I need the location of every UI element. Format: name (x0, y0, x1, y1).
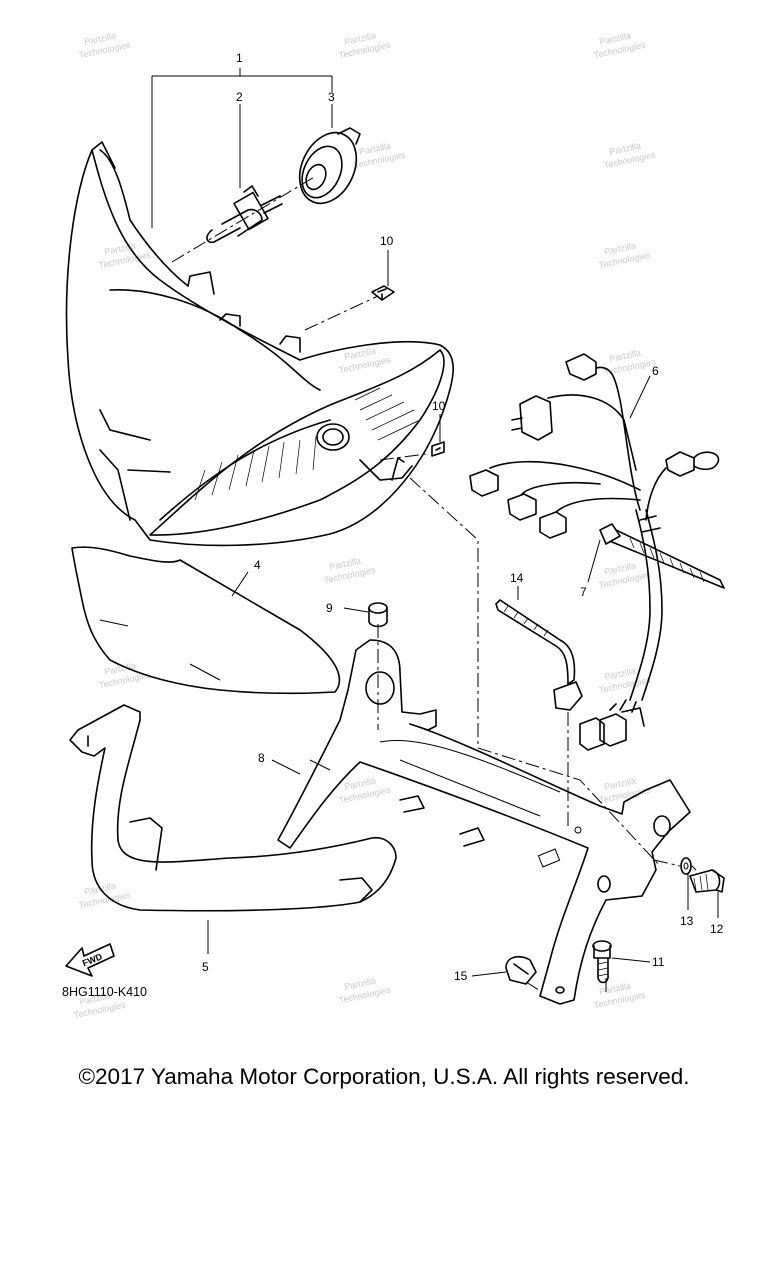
callout-2: 2 (236, 90, 243, 104)
callout-8: 8 (258, 751, 265, 765)
watermark: Partzilla Technologies (353, 141, 407, 171)
part-13-washer (680, 857, 692, 875)
watermark: Partzilla Technologies (593, 981, 647, 1011)
fwd-arrow-icon (65, 943, 115, 977)
part-1-headlight-assembly (65, 141, 454, 547)
part-5-lower-cowl (69, 704, 397, 912)
watermark: Partzilla Technologies (338, 976, 392, 1006)
watermark: Partzilla Technologies (598, 666, 652, 696)
watermark: Partzilla Technologies (323, 556, 377, 586)
callout-6: 6 (652, 364, 659, 378)
callout-10-upper: 10 (380, 234, 394, 248)
watermark: Partzilla Technologies (603, 141, 657, 171)
callout-12: 12 (710, 922, 724, 936)
exploded-parts-diagram: Partzilla Technologies Partzilla Technol… (62, 31, 725, 1021)
callout-13: 13 (680, 914, 694, 928)
watermark: Partzilla Technologies (338, 31, 392, 61)
watermark: Partzilla Technologies (593, 31, 647, 61)
part-9-damper (368, 602, 388, 628)
callout-7: 7 (580, 585, 587, 599)
leader-lines (151, 68, 719, 977)
part-3-socket-cover (298, 127, 361, 205)
part-10-clip-nut-right (431, 441, 445, 457)
callout-labels: 1 2 3 4 5 6 7 8 9 10 10 11 12 13 14 15 (202, 51, 724, 983)
callout-3: 3 (328, 90, 335, 104)
watermark: Partzilla Technologies (598, 561, 652, 591)
watermark: Partzilla Technologies (338, 346, 392, 376)
callout-10-right: 10 (432, 399, 446, 413)
watermark: Partzilla Technologies (598, 241, 652, 271)
drawing-code: 8HG1110-K410 (62, 985, 147, 999)
forward-direction-indicator: FWD (65, 943, 115, 977)
watermark: Partzilla Technologies (603, 348, 657, 378)
copyright-notice: ©2017 Yamaha Motor Corporation, U.S.A. A… (78, 1064, 690, 1089)
callout-9: 9 (326, 601, 333, 615)
watermark: Partzilla Technologies (78, 31, 132, 61)
assembly-centerlines (171, 175, 697, 994)
part-4-lower-cover (71, 546, 341, 695)
part-10-clip-nut-upper (371, 285, 395, 301)
watermark: Partzilla Technologies (598, 776, 652, 806)
part-11-bolt (592, 940, 612, 984)
callout-15: 15 (454, 969, 468, 983)
part-12-bolt (689, 869, 725, 893)
callout-5: 5 (202, 960, 209, 974)
part-8-headlight-stay (277, 639, 691, 1005)
callout-14: 14 (510, 571, 524, 585)
part-6-wire-harness (469, 353, 720, 751)
part-15-clamp (505, 955, 537, 985)
part-2-headlight-bulb (206, 185, 283, 244)
part-7-cable-tie (599, 523, 725, 589)
callout-1: 1 (236, 51, 243, 65)
watermark-layer: Partzilla Technologies Partzilla Technol… (73, 31, 657, 1021)
part-14-cable-tie-strap (495, 599, 583, 711)
callout-4: 4 (254, 558, 261, 572)
callout-11: 11 (652, 955, 665, 969)
